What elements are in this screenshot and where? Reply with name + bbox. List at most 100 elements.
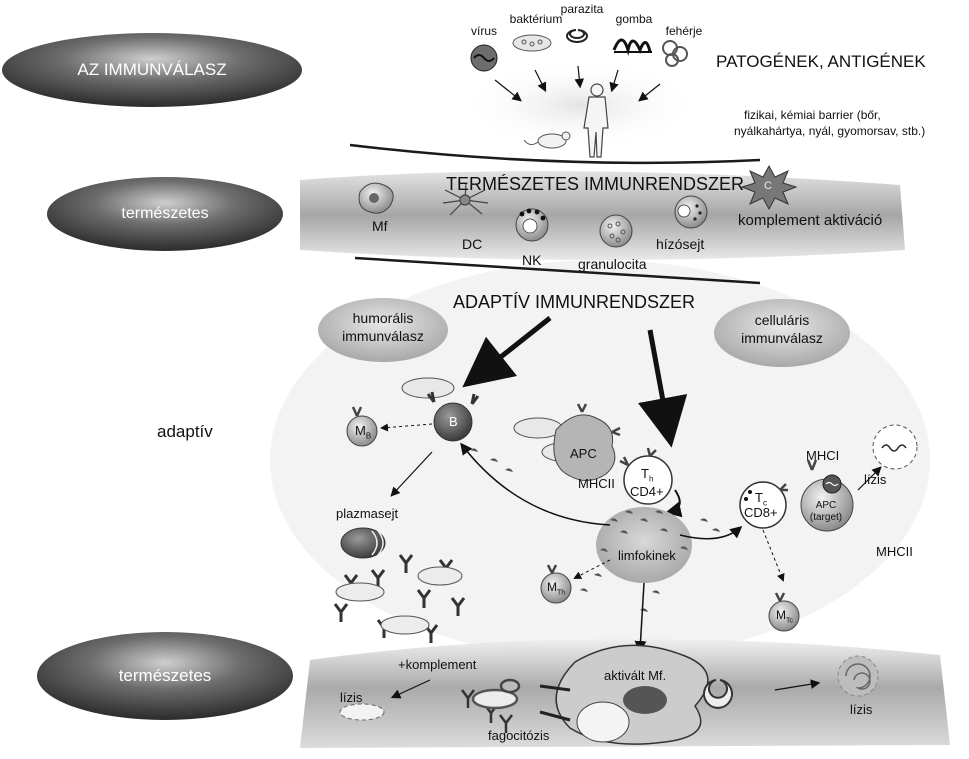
lymphokines-cloud bbox=[596, 507, 692, 583]
humoral-arrow bbox=[462, 316, 552, 388]
complement-activation-label: komplement aktiváció bbox=[738, 212, 883, 229]
adaptive-label: adaptív bbox=[157, 422, 213, 441]
th-t: T bbox=[641, 466, 649, 481]
cellular-line2: immunválasz bbox=[741, 330, 823, 346]
fungus-icon bbox=[612, 38, 652, 56]
b-to-plasma-arrow bbox=[390, 451, 433, 497]
granulocyte-label: granulocita bbox=[578, 256, 647, 272]
mf-to-lysis-arrow bbox=[774, 679, 821, 691]
parasite-icon bbox=[566, 29, 588, 43]
lymphokine-molecules bbox=[470, 448, 720, 612]
memory-b-cell-icon bbox=[346, 406, 378, 447]
mast-cell-label: hízósejt bbox=[656, 236, 705, 252]
cellular-ellipse bbox=[714, 299, 850, 367]
virus-label: vírus bbox=[470, 24, 498, 38]
lymphokine-to-mth-arrow bbox=[573, 559, 611, 579]
dendritic-cell-icon bbox=[442, 182, 489, 216]
memory-th-m: M bbox=[547, 580, 557, 594]
bacterium-icon bbox=[512, 34, 552, 52]
complement-c-symbol: C bbox=[764, 180, 772, 192]
barrier-line bbox=[349, 143, 761, 165]
human-figure-icon bbox=[583, 83, 609, 158]
cd8-label: CD8+ bbox=[744, 505, 778, 520]
immune-response-ellipse bbox=[2, 33, 302, 107]
tc-t: T bbox=[755, 490, 763, 505]
barrier-line1: fizikai, kémiai barrier (bőr, bbox=[744, 108, 881, 122]
target-to-lysis-arrow bbox=[857, 466, 882, 491]
background-glow-top bbox=[460, 60, 700, 150]
cd4-label: CD4+ bbox=[630, 484, 664, 499]
b-cell-label: B bbox=[449, 414, 458, 429]
immune-response-label: AZ IMMUNVÁLASZ bbox=[77, 60, 227, 79]
tc-sub: c bbox=[762, 498, 767, 508]
lysis-label-bottom-right: lízis bbox=[850, 702, 873, 717]
apc-label: APC bbox=[570, 446, 597, 461]
innate-system-title: TERMÉSZETES IMMUNRENDSZER bbox=[446, 174, 745, 194]
dc-label: DC bbox=[462, 236, 483, 252]
mast-cell-icon bbox=[674, 195, 708, 229]
th-sub: h bbox=[648, 474, 654, 484]
antigen-bacterium-b bbox=[401, 377, 455, 399]
tc-label: Tc bbox=[755, 490, 767, 508]
apc-target-cell-icon bbox=[800, 459, 854, 532]
memory-tc-m: M bbox=[776, 608, 786, 622]
humoral-line2: immunválasz bbox=[342, 328, 424, 344]
th-feedback-arrow bbox=[665, 489, 683, 518]
complement-to-lysis-arrow bbox=[390, 679, 431, 699]
th-label: Th bbox=[641, 466, 653, 484]
memory-b-sub: B bbox=[365, 431, 372, 441]
tc-to-memory-arrow bbox=[762, 529, 785, 582]
parasite-label: parazita bbox=[560, 2, 604, 16]
memory-th-label: MTh bbox=[547, 580, 565, 596]
protein-label: fehérje bbox=[665, 24, 703, 38]
lysed-cell-icon bbox=[872, 424, 918, 470]
virus-icon bbox=[470, 44, 498, 72]
innate-bottom-label: természetes bbox=[118, 666, 212, 685]
apc-target-line2: (target) bbox=[809, 512, 843, 523]
humoral-line1: humorális bbox=[352, 310, 414, 326]
pathogen-arrow-2 bbox=[534, 69, 547, 93]
pathogen-arrow-3 bbox=[574, 65, 585, 89]
memory-tc-label: MTc bbox=[776, 608, 793, 624]
pathogen-arrow-5 bbox=[638, 83, 661, 102]
complement-star-icon bbox=[740, 164, 798, 211]
nk-cell-icon bbox=[515, 208, 549, 242]
b-to-memory-arrow bbox=[380, 423, 433, 432]
barrier-line2: nyálkahártya, nyál, gyomorsav, stb.) bbox=[734, 124, 926, 138]
humoral-ellipse bbox=[318, 298, 448, 362]
protein-icon bbox=[662, 40, 688, 67]
mf-label: Mf bbox=[372, 218, 388, 234]
mhcii-right-label: MHCII bbox=[876, 544, 913, 559]
innate-top-label: természetes bbox=[121, 205, 209, 222]
pathogens-title: PATOGÉNEK, ANTIGÉNEK bbox=[716, 52, 926, 71]
mhci-label: MHCI bbox=[806, 448, 840, 463]
lymphokine-to-b-arrow bbox=[460, 442, 611, 526]
lysed-cell-right bbox=[837, 655, 879, 697]
innate-bottom-ellipse bbox=[37, 632, 293, 720]
memory-th-cell-icon bbox=[540, 564, 572, 604]
memory-tc-sub: Tc bbox=[786, 617, 793, 625]
antigen-cluster bbox=[335, 566, 463, 635]
memory-b-label: MB bbox=[355, 423, 371, 441]
mouse-icon bbox=[523, 131, 571, 149]
fungus-label: gomba bbox=[615, 12, 653, 26]
memory-th-sub: Th bbox=[557, 589, 566, 597]
lymphokines-label: limfokinek bbox=[618, 548, 676, 563]
pathogen-arrow-4 bbox=[609, 69, 619, 93]
complement-label: +komplement bbox=[398, 657, 477, 672]
lysis-label-left: lízis bbox=[340, 690, 363, 705]
b-cell-icon bbox=[426, 391, 480, 442]
th-cell-icon bbox=[619, 447, 673, 505]
plasma-cell-icon bbox=[340, 527, 386, 559]
granulocyte-icon bbox=[599, 214, 633, 248]
pathogen-arrow-1 bbox=[494, 79, 522, 102]
innate-top-ellipse bbox=[47, 177, 283, 251]
apc-target-line1: APC bbox=[815, 500, 837, 511]
activated-mf-label: aktivált Mf. bbox=[604, 668, 667, 683]
phagocytosis-label: fagocitózis bbox=[488, 728, 550, 743]
cellular-arrow bbox=[637, 329, 688, 448]
tc-cell-icon bbox=[739, 481, 788, 529]
cellular-line1: celluláris bbox=[754, 312, 810, 328]
